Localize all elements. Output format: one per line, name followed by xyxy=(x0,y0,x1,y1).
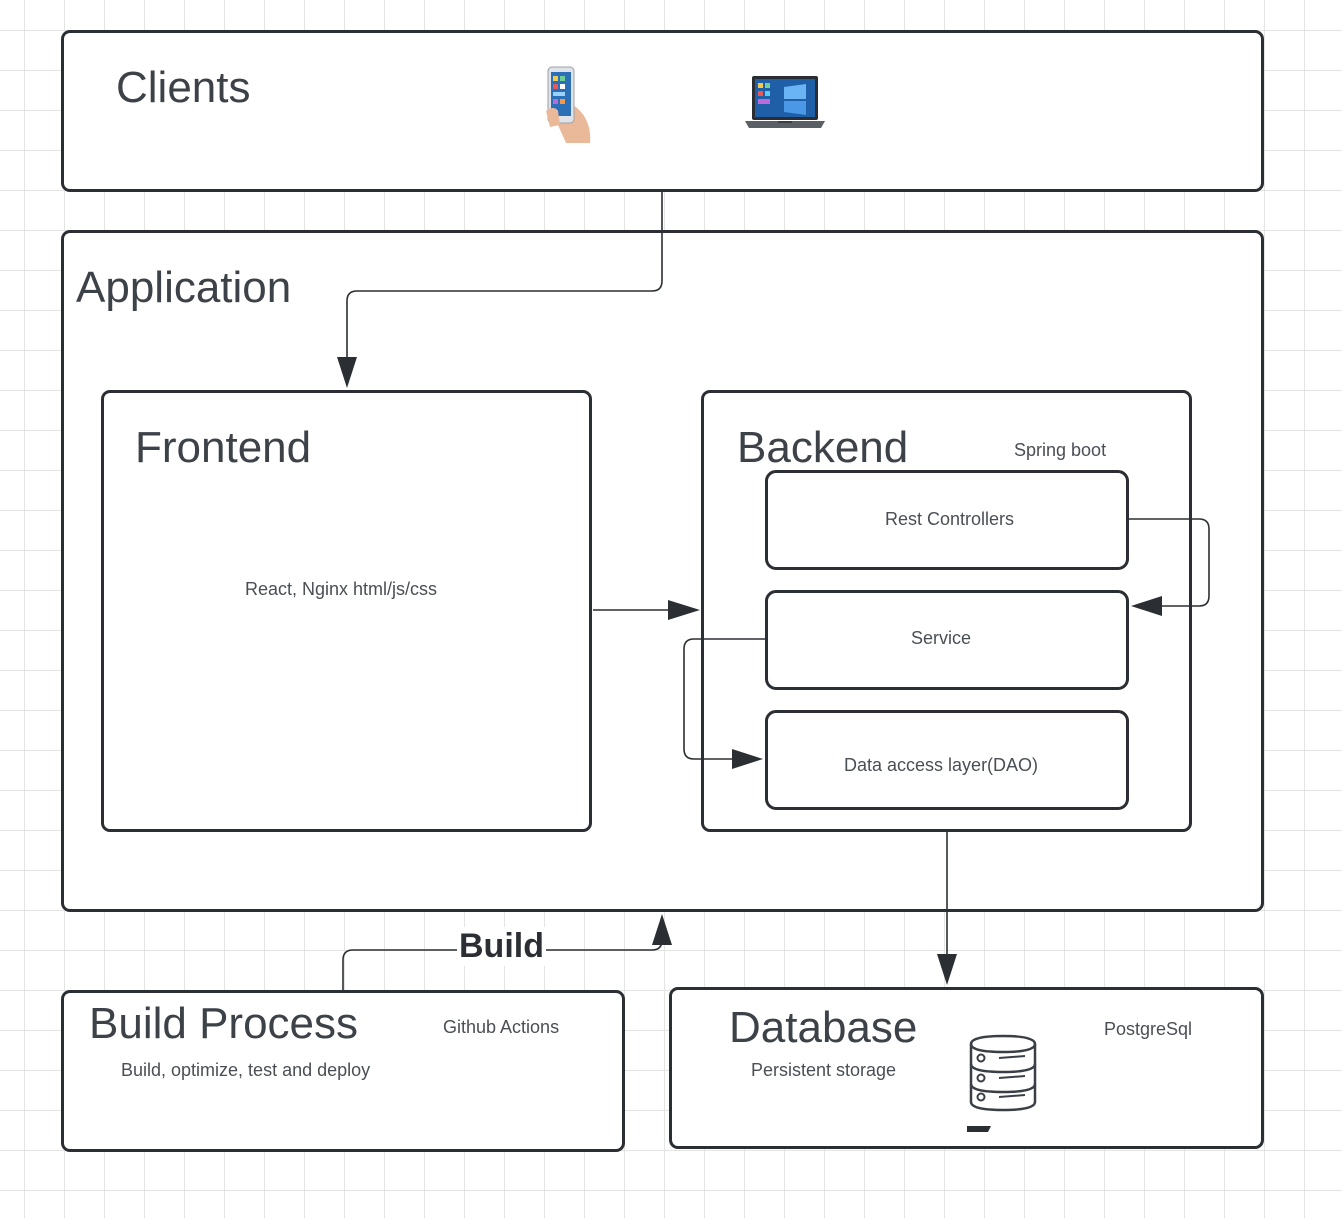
frontend-box: Frontend React, Nginx html/js/css xyxy=(101,390,592,832)
build-arrow-label: Build xyxy=(457,927,546,966)
backend-framework: Spring boot xyxy=(1014,440,1107,460)
database-box: Database PostgreSql Persistent storage xyxy=(669,987,1264,1149)
build-process-description: Build, optimize, test and deploy xyxy=(121,1060,371,1080)
database-engine: PostgreSql xyxy=(1104,1019,1193,1039)
dao-label: Data access layer(DAO) xyxy=(844,755,1039,775)
clients-box: Clients xyxy=(61,30,1264,192)
application-title: Application xyxy=(76,263,292,312)
frontend-tech: React, Nginx html/js/css xyxy=(245,579,438,599)
build-process-title: Build Process xyxy=(89,999,359,1048)
service-label: Service xyxy=(911,628,972,648)
frontend-title: Frontend xyxy=(135,423,312,472)
smartphone-icon xyxy=(546,66,591,143)
database-icon xyxy=(967,1034,1037,1132)
service-box: Service xyxy=(765,590,1129,690)
build-process-box: Build Process Github Actions Build, opti… xyxy=(61,990,625,1152)
database-description: Persistent storage xyxy=(751,1060,897,1080)
backend-title: Backend xyxy=(737,423,909,472)
laptop-icon xyxy=(745,76,825,128)
build-process-tool: Github Actions xyxy=(443,1017,560,1037)
rest-controllers-box: Rest Controllers xyxy=(765,470,1129,570)
dao-box: Data access layer(DAO) xyxy=(765,710,1129,810)
rest-controllers-label: Rest Controllers xyxy=(885,509,1015,529)
clients-title: Clients xyxy=(116,63,251,112)
database-title: Database xyxy=(729,1003,918,1052)
